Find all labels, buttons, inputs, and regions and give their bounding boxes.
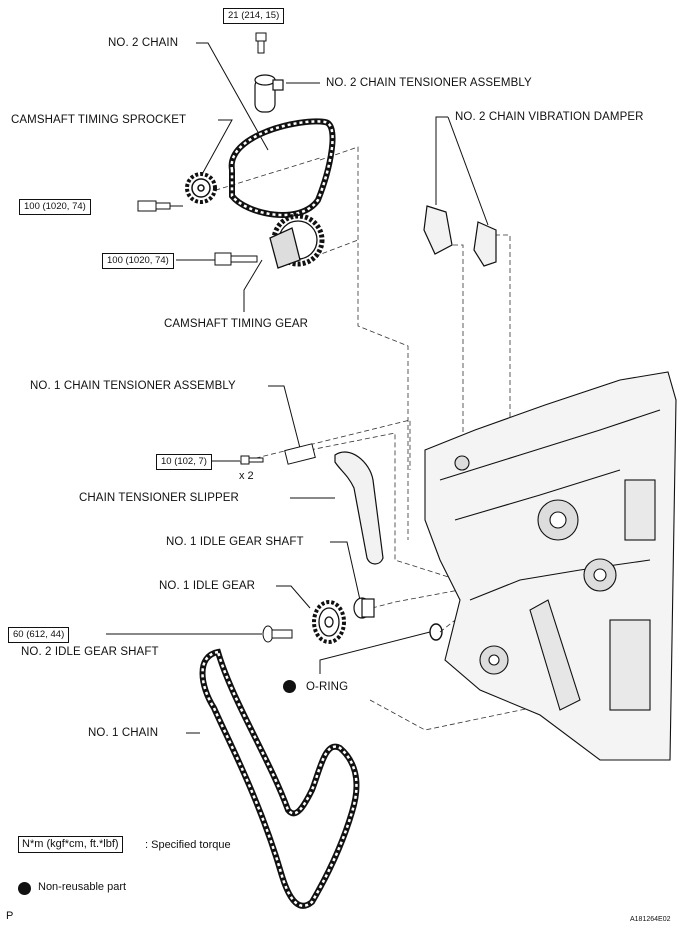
no1-tensioner-shape bbox=[240, 443, 316, 465]
legend-torque-units: N*m (kgf*cm, ft.*lbf) bbox=[18, 836, 123, 853]
label-oring: O-RING bbox=[306, 681, 349, 693]
footer-right: A181264E02 bbox=[630, 916, 671, 923]
idle-shaft1-shape bbox=[353, 597, 375, 619]
label-cam-gear: CAMSHAFT TIMING GEAR bbox=[164, 318, 309, 330]
gear-bolt bbox=[214, 252, 258, 266]
cam-gear-shape bbox=[269, 213, 325, 269]
label-idle-shaft2: NO. 2 IDLE GEAR SHAFT bbox=[21, 646, 159, 658]
torque-box-tensioner: 10 (102, 7) bbox=[156, 454, 212, 470]
legend-torque-desc: : Specified torque bbox=[145, 839, 231, 851]
torque-box-top: 21 (214, 15) bbox=[223, 8, 285, 24]
legend-nonreusable-dot bbox=[18, 882, 31, 895]
idle-gear-shape bbox=[312, 600, 346, 644]
torque-box-idle: 60 (612, 44) bbox=[8, 627, 70, 643]
legend-nonreusable: Non-reusable part bbox=[38, 881, 127, 893]
footer-left: P bbox=[6, 910, 14, 922]
no2-tensioner-shape bbox=[254, 74, 284, 113]
label-slipper: CHAIN TENSIONER SLIPPER bbox=[79, 492, 239, 504]
label-no2-tensioner: NO. 2 CHAIN TENSIONER ASSEMBLY bbox=[326, 77, 532, 89]
engine-block bbox=[424, 371, 677, 761]
label-no2-chain: NO. 2 CHAIN bbox=[108, 37, 179, 49]
label-x2: x 2 bbox=[239, 470, 254, 482]
no2-chain-shape bbox=[228, 118, 336, 218]
label-no2-damper: NO. 2 CHAIN VIBRATION DAMPER bbox=[455, 111, 644, 123]
torque-box-sprocket: 100 (1020, 74) bbox=[19, 199, 91, 215]
label-no1-chain: NO. 1 CHAIN bbox=[88, 727, 159, 739]
label-no1-tensioner: NO. 1 CHAIN TENSIONER ASSEMBLY bbox=[30, 380, 236, 392]
torque-box-gear: 100 (1020, 74) bbox=[102, 253, 174, 269]
label-idle-gear1: NO. 1 IDLE GEAR bbox=[159, 580, 256, 592]
dashed-guides bbox=[199, 146, 541, 731]
label-idle-shaft1: NO. 1 IDLE GEAR SHAFT bbox=[166, 536, 304, 548]
oring-nonreusable-dot bbox=[283, 680, 296, 693]
dampers bbox=[423, 205, 497, 267]
label-cam-sprocket: CAMSHAFT TIMING SPROCKET bbox=[11, 114, 187, 126]
idle-shaft2-shape bbox=[262, 625, 293, 643]
sprocket-bolt bbox=[137, 200, 171, 212]
tensioner-bolt-top bbox=[255, 32, 267, 54]
cam-sprocket-shape bbox=[185, 172, 217, 204]
oring-shape bbox=[429, 623, 443, 641]
slipper-shape bbox=[334, 451, 384, 565]
no1-chain-shape bbox=[199, 648, 360, 909]
